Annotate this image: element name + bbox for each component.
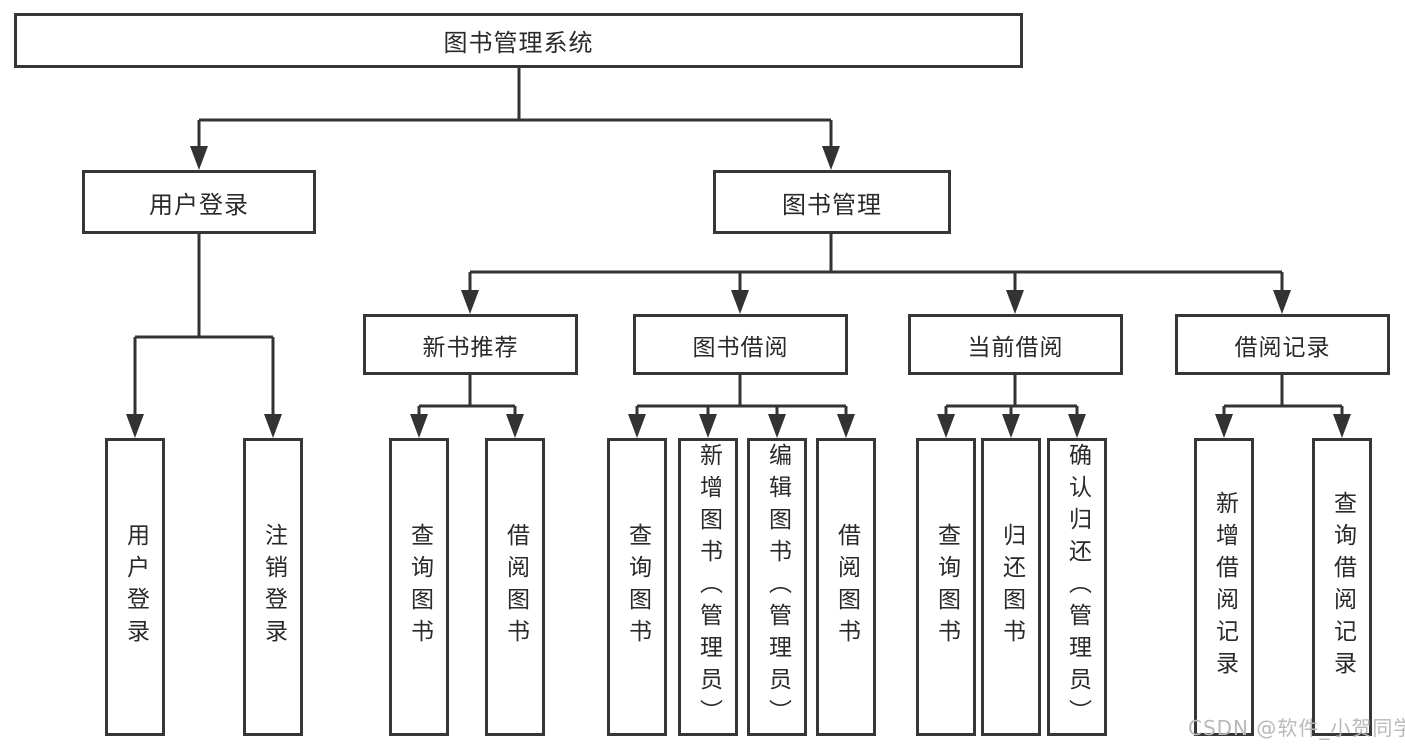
leaf-edit-book-admin: 编辑图书（管理员） (747, 438, 807, 736)
leaf-borrow-books-borrowing: 借阅图书 (816, 438, 876, 736)
leaf-query-books-current: 查询图书 (916, 438, 976, 736)
leaf-logout: 注销登录 (243, 438, 303, 736)
node-library-system: 图书管理系统 (14, 13, 1023, 68)
leaf-query-borrow-record: 查询借阅记录 (1312, 438, 1372, 736)
leaf-return-book: 归还图书 (981, 438, 1041, 736)
leaf-borrow-books-recommend: 借阅图书 (485, 438, 545, 736)
node-current-borrowing: 当前借阅 (908, 314, 1123, 375)
node-user-login: 用户登录 (82, 170, 316, 234)
leaf-query-books-recommend: 查询图书 (389, 438, 449, 736)
leaf-user-login: 用户登录 (105, 438, 165, 736)
watermark-text: CSDN @软件_小贺同学 (1188, 716, 1405, 740)
node-book-borrowing: 图书借阅 (633, 314, 848, 375)
leaf-add-borrow-record: 新增借阅记录 (1194, 438, 1254, 736)
node-borrowing-records: 借阅记录 (1175, 314, 1390, 375)
leaf-query-books-borrowing: 查询图书 (607, 438, 667, 736)
leaf-add-book-admin: 新增图书（管理员） (678, 438, 738, 736)
node-book-management: 图书管理 (713, 170, 951, 234)
leaf-confirm-return-admin: 确认归还（管理员） (1047, 438, 1107, 736)
node-new-book-recommend: 新书推荐 (363, 314, 578, 375)
